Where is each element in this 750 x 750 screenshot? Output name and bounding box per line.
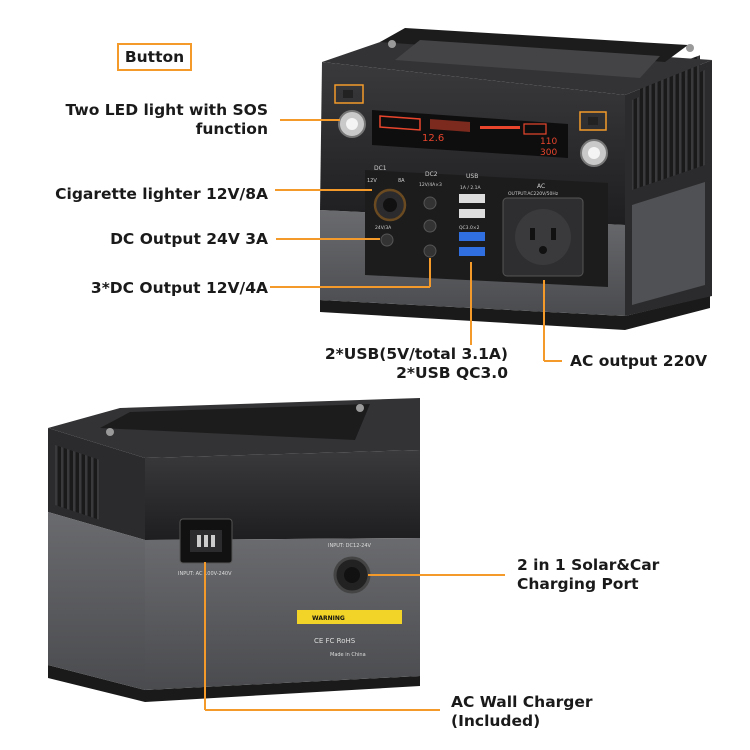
button-label-box: Button xyxy=(117,43,192,71)
lcd-display xyxy=(372,110,568,158)
ac-output-callout: AC output 220V xyxy=(570,352,708,370)
svg-text:DC1: DC1 xyxy=(374,165,387,172)
button-label: Button xyxy=(124,48,185,66)
warning-label xyxy=(297,610,402,624)
usb-qc-port-2 xyxy=(459,247,485,256)
dc-24v-port xyxy=(380,233,394,247)
usb-callout: 2*USB(5V/total 3.1A) 2*USB QC3.0 xyxy=(300,345,508,383)
usb-port-1 xyxy=(459,194,485,203)
cigarette-callout: Cigarette lighter 12V/8A xyxy=(55,185,268,203)
svg-text:DC2: DC2 xyxy=(425,171,438,178)
usb-port-2 xyxy=(459,209,485,218)
svg-text:AC: AC xyxy=(537,183,545,190)
led-callout-line2: function xyxy=(195,120,268,138)
svg-text:8A: 8A xyxy=(398,178,405,184)
back-unit: INPUT: AC 100V-240V INPUT: DC12-24V WARN… xyxy=(48,398,420,702)
svg-text:1A / 2.1A: 1A / 2.1A xyxy=(460,185,481,191)
svg-text:WARNING: WARNING xyxy=(312,615,345,622)
solar-callout-line1: 2 in 1 Solar&Car xyxy=(517,556,660,574)
usb-callout-line2: 2*USB QC3.0 xyxy=(396,364,508,382)
svg-text:12V: 12V xyxy=(367,178,377,184)
svg-text:24V/3A: 24V/3A xyxy=(375,225,392,231)
usb-qc-port-1 xyxy=(459,232,485,241)
wall-charger-line2: (Included) xyxy=(451,712,541,730)
solar-callout: 2 in 1 Solar&Car Charging Port xyxy=(517,556,659,594)
svg-text:OUTPUT:AC220V/50Hz: OUTPUT:AC220V/50Hz xyxy=(508,191,559,197)
svg-text:Made in China: Made in China xyxy=(330,652,366,658)
wall-charger-callout: AC Wall Charger (Included) xyxy=(451,693,593,731)
front-unit: DC1 DC2 USB AC 12V 8A 12V/4A×3 1A / 2.1A… xyxy=(320,28,712,330)
led-callout: Two LED light with SOS function xyxy=(60,101,269,139)
svg-text:300: 300 xyxy=(540,148,557,158)
svg-text:12.6: 12.6 xyxy=(422,133,444,144)
back-side-vent xyxy=(55,445,100,520)
dc-12v-port-1 xyxy=(423,196,437,210)
dc-12v-port-2 xyxy=(423,219,437,233)
callout-lines xyxy=(204,119,562,711)
svg-text:USB: USB xyxy=(466,173,478,180)
dc24-callout: DC Output 24V 3A xyxy=(110,230,268,248)
svg-text:INPUT: DC12-24V: INPUT: DC12-24V xyxy=(328,543,372,549)
wall-charger-line1: AC Wall Charger xyxy=(451,693,593,711)
usb-callout-line1: 2*USB(5V/total 3.1A) xyxy=(324,345,508,363)
svg-text:110: 110 xyxy=(540,137,557,147)
svg-text:CE FC RoHS: CE FC RoHS xyxy=(314,637,356,645)
led-callout-line1: Two LED light with SOS xyxy=(65,101,269,119)
svg-text:12V/4A×3: 12V/4A×3 xyxy=(419,182,442,188)
dc12-callout: 3*DC Output 12V/4A xyxy=(90,279,268,297)
dc-12v-port-3 xyxy=(423,244,437,258)
solar-callout-line2: Charging Port xyxy=(517,575,639,593)
svg-text:QC3.0×2: QC3.0×2 xyxy=(459,225,480,231)
side-vent xyxy=(632,70,705,190)
